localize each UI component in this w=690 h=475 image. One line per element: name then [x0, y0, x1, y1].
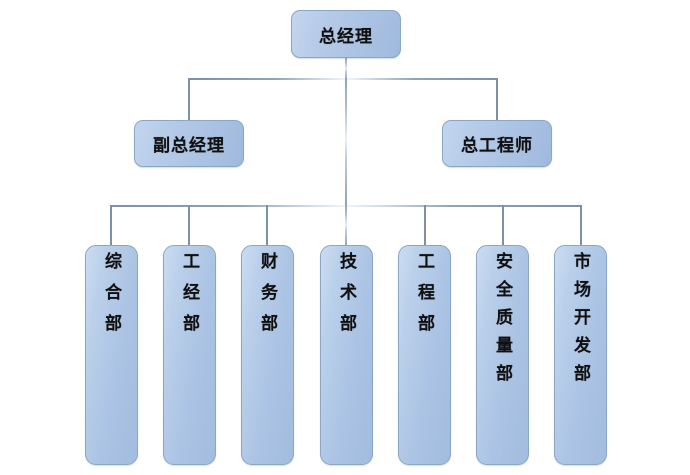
connector-level2-bar-right	[346, 78, 497, 80]
node-dept-engineering[interactable]: 工程部	[398, 245, 451, 465]
node-label: 市场开发部	[571, 252, 590, 392]
connector-dept-drop-1	[110, 205, 112, 246]
node-label: 工经部	[180, 252, 199, 345]
connector-deputy-gm-drop	[188, 78, 190, 120]
node-dept-safety-quality[interactable]: 安全质量部	[476, 245, 529, 465]
node-dept-finance[interactable]: 财务部	[241, 245, 294, 465]
connector-level2-bar-left	[188, 78, 346, 80]
node-chief-engineer[interactable]: 总工程师	[442, 120, 552, 167]
node-dept-technology[interactable]: 技术部	[320, 245, 373, 465]
node-dept-market-development[interactable]: 市场开发部	[554, 245, 607, 465]
connector-dept-drop-7	[580, 205, 582, 246]
connector-level3-bar-left	[110, 205, 346, 207]
connector-dept-drop-4	[345, 205, 347, 246]
connector-dept-drop-3	[266, 205, 268, 246]
connector-gm-stem	[345, 58, 347, 80]
node-label: 副总经理	[153, 136, 225, 155]
node-label: 安全质量部	[493, 252, 512, 392]
connector-chief-engineer-drop	[496, 78, 498, 120]
connector-dept-drop-5	[424, 205, 426, 246]
node-label: 财务部	[258, 252, 277, 345]
node-dept-engineering-economics[interactable]: 工经部	[163, 245, 216, 465]
node-label: 总经理	[319, 26, 373, 46]
node-dept-general-affairs[interactable]: 综合部	[85, 245, 138, 465]
node-label: 技术部	[337, 252, 356, 345]
connector-dept-drop-2	[188, 205, 190, 246]
connector-trunk-to-departments	[345, 78, 347, 206]
node-label: 工程部	[415, 252, 434, 345]
node-deputy-general-manager[interactable]: 副总经理	[134, 120, 244, 167]
node-label: 综合部	[102, 252, 121, 345]
connector-dept-drop-6	[502, 205, 504, 246]
node-general-manager[interactable]: 总经理	[291, 10, 401, 58]
node-label: 总工程师	[461, 136, 533, 155]
connector-level3-bar-right	[346, 205, 581, 207]
